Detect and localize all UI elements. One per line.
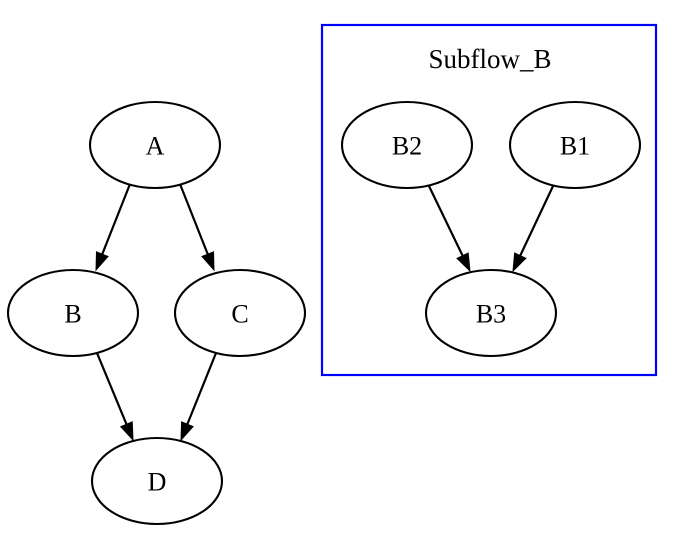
- node-label: A: [146, 132, 165, 161]
- arrowhead-icon: [201, 251, 215, 272]
- node-label: B1: [560, 132, 590, 161]
- node-label: B: [64, 300, 81, 329]
- edge-line: [100, 183, 132, 258]
- node-shape: [508, 100, 642, 190]
- edge-line: [427, 183, 465, 259]
- cluster-subflow-b[interactable]: Subflow_B: [320, 23, 658, 377]
- node-shape: [88, 100, 222, 190]
- node-label: C: [231, 300, 248, 329]
- node-c[interactable]: C: [173, 268, 307, 358]
- edge-line: [185, 352, 218, 428]
- edges-layer: [95, 183, 555, 442]
- node-shape: [340, 100, 474, 190]
- cluster-border: [320, 23, 658, 377]
- node-shape: [424, 268, 558, 358]
- node-shape: [6, 268, 140, 358]
- node-label: B2: [392, 132, 422, 161]
- arrowhead-icon: [456, 252, 471, 273]
- edge-line: [178, 183, 210, 258]
- edge-a-to-c[interactable]: [178, 183, 215, 272]
- node-b3[interactable]: B3: [424, 268, 558, 358]
- node-shape: [90, 436, 224, 526]
- arrowhead-icon: [512, 252, 527, 273]
- arrowhead-icon: [119, 421, 134, 442]
- arrowhead-icon: [180, 421, 194, 442]
- node-b1[interactable]: B1: [508, 100, 642, 190]
- edge-c-to-d[interactable]: [180, 352, 218, 442]
- node-shape: [173, 268, 307, 358]
- edge-line: [95, 352, 129, 428]
- edge-b1-to-b3[interactable]: [512, 183, 555, 273]
- edge-b-to-d[interactable]: [95, 352, 134, 442]
- node-d[interactable]: D: [90, 436, 224, 526]
- node-b[interactable]: B: [6, 268, 140, 358]
- node-label: D: [148, 468, 167, 497]
- node-label: B3: [476, 300, 506, 329]
- arrowhead-icon: [95, 251, 109, 272]
- edge-line: [517, 183, 555, 259]
- edge-b2-to-b3[interactable]: [427, 183, 471, 273]
- node-b2[interactable]: B2: [340, 100, 474, 190]
- cluster-label: Subflow_B: [428, 44, 551, 74]
- node-a[interactable]: A: [88, 100, 222, 190]
- edge-a-to-b[interactable]: [95, 183, 132, 272]
